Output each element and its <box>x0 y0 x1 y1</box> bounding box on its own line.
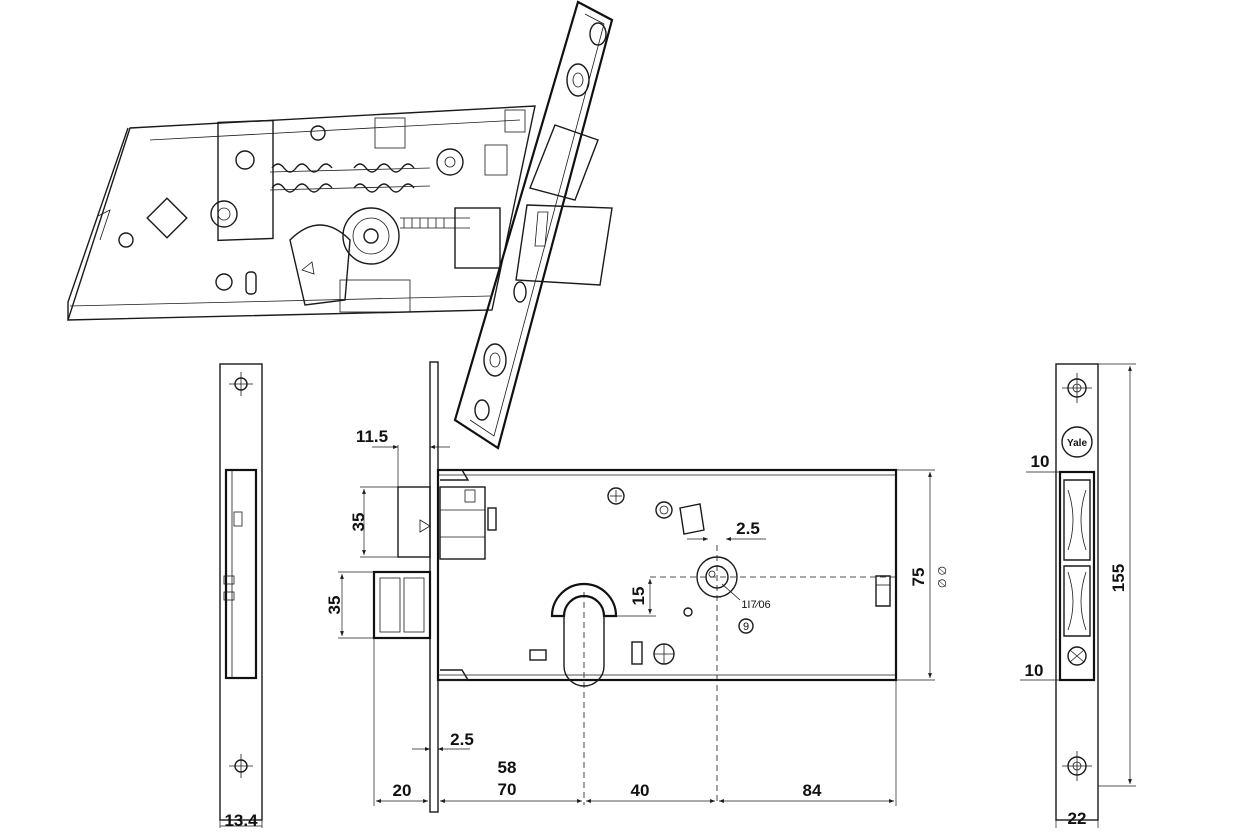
dim-cylinder-to-end: 84 <box>803 781 822 800</box>
isometric-lock-view <box>67 0 614 450</box>
case-note: ∅ ∅ <box>937 566 949 588</box>
dim-strike-bottom: 10 <box>1025 661 1044 680</box>
crosshair-hole-icon <box>229 754 253 778</box>
dim-cylinder-vertical: 15 <box>629 587 648 606</box>
dim-case-height: 75 <box>909 568 928 587</box>
crosshair-hole-icon <box>229 372 253 396</box>
svg-text:Yale: Yale <box>1067 438 1087 449</box>
yale-logo: Yale <box>1061 426 1093 458</box>
spindle-number: 9 <box>743 621 749 633</box>
spindle-note: 1I7∕06 <box>741 599 770 611</box>
dim-strike-top: 10 <box>1031 452 1050 471</box>
dim-latch-projection: 20 <box>393 781 412 800</box>
dim-handle-to-cylinder: 40 <box>631 781 650 800</box>
screw-icon <box>1067 646 1087 666</box>
dim-deadbolt-offset: 11.5 <box>356 427 388 446</box>
cylinder-screw-icon <box>653 643 675 665</box>
dim-faceplate-width: 13.4 <box>224 811 258 830</box>
dim-deadbolt-height: 35 <box>349 513 368 532</box>
dim-backset-58: 58 <box>498 758 517 777</box>
crosshair-hole-icon <box>1062 751 1092 781</box>
dim-spindle-size: 2.5 <box>736 519 760 538</box>
strike-plate-view: Yale 10 10 155 22 <box>1020 363 1136 828</box>
front-lock-view: 9 11.5 35 35 2.5 <box>325 361 949 813</box>
dim-plate-thickness: 2.5 <box>450 730 474 749</box>
side-faceplate-view: 13.4 <box>219 363 263 830</box>
dim-strike-length: 155 <box>1109 564 1128 592</box>
crosshair-hole-icon <box>1062 373 1092 403</box>
dim-latch-height: 35 <box>325 596 344 615</box>
dim-backset-70: 70 <box>498 780 517 799</box>
screw-icon <box>607 487 625 505</box>
dim-strike-width: 22 <box>1068 809 1087 828</box>
